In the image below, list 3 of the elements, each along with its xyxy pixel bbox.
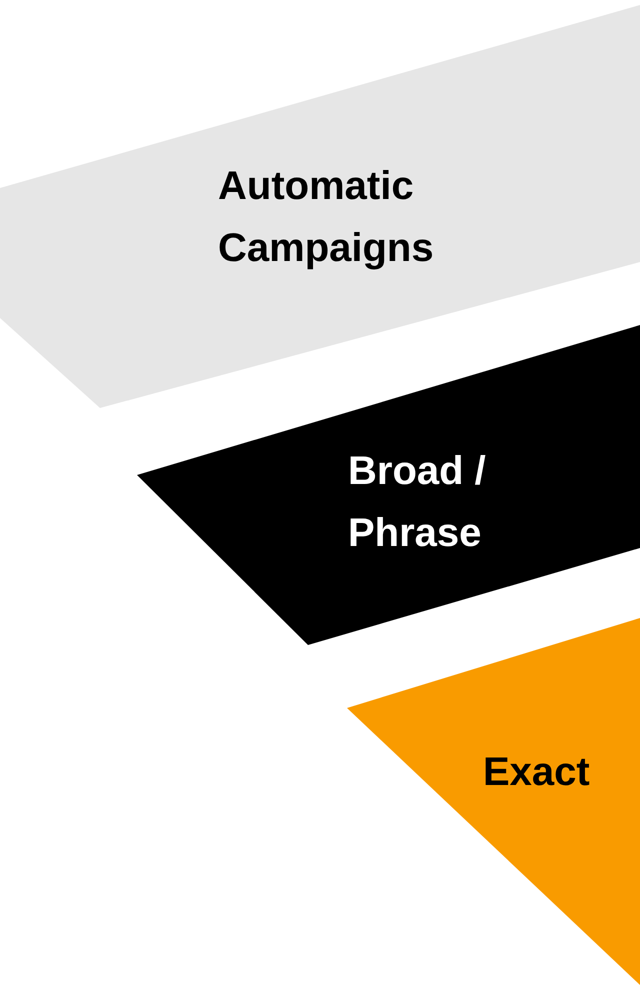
band-label: Exact xyxy=(483,749,591,796)
band-label: Broad / Phrase xyxy=(348,448,487,557)
band-label: Automatic Campaigns xyxy=(218,163,435,272)
